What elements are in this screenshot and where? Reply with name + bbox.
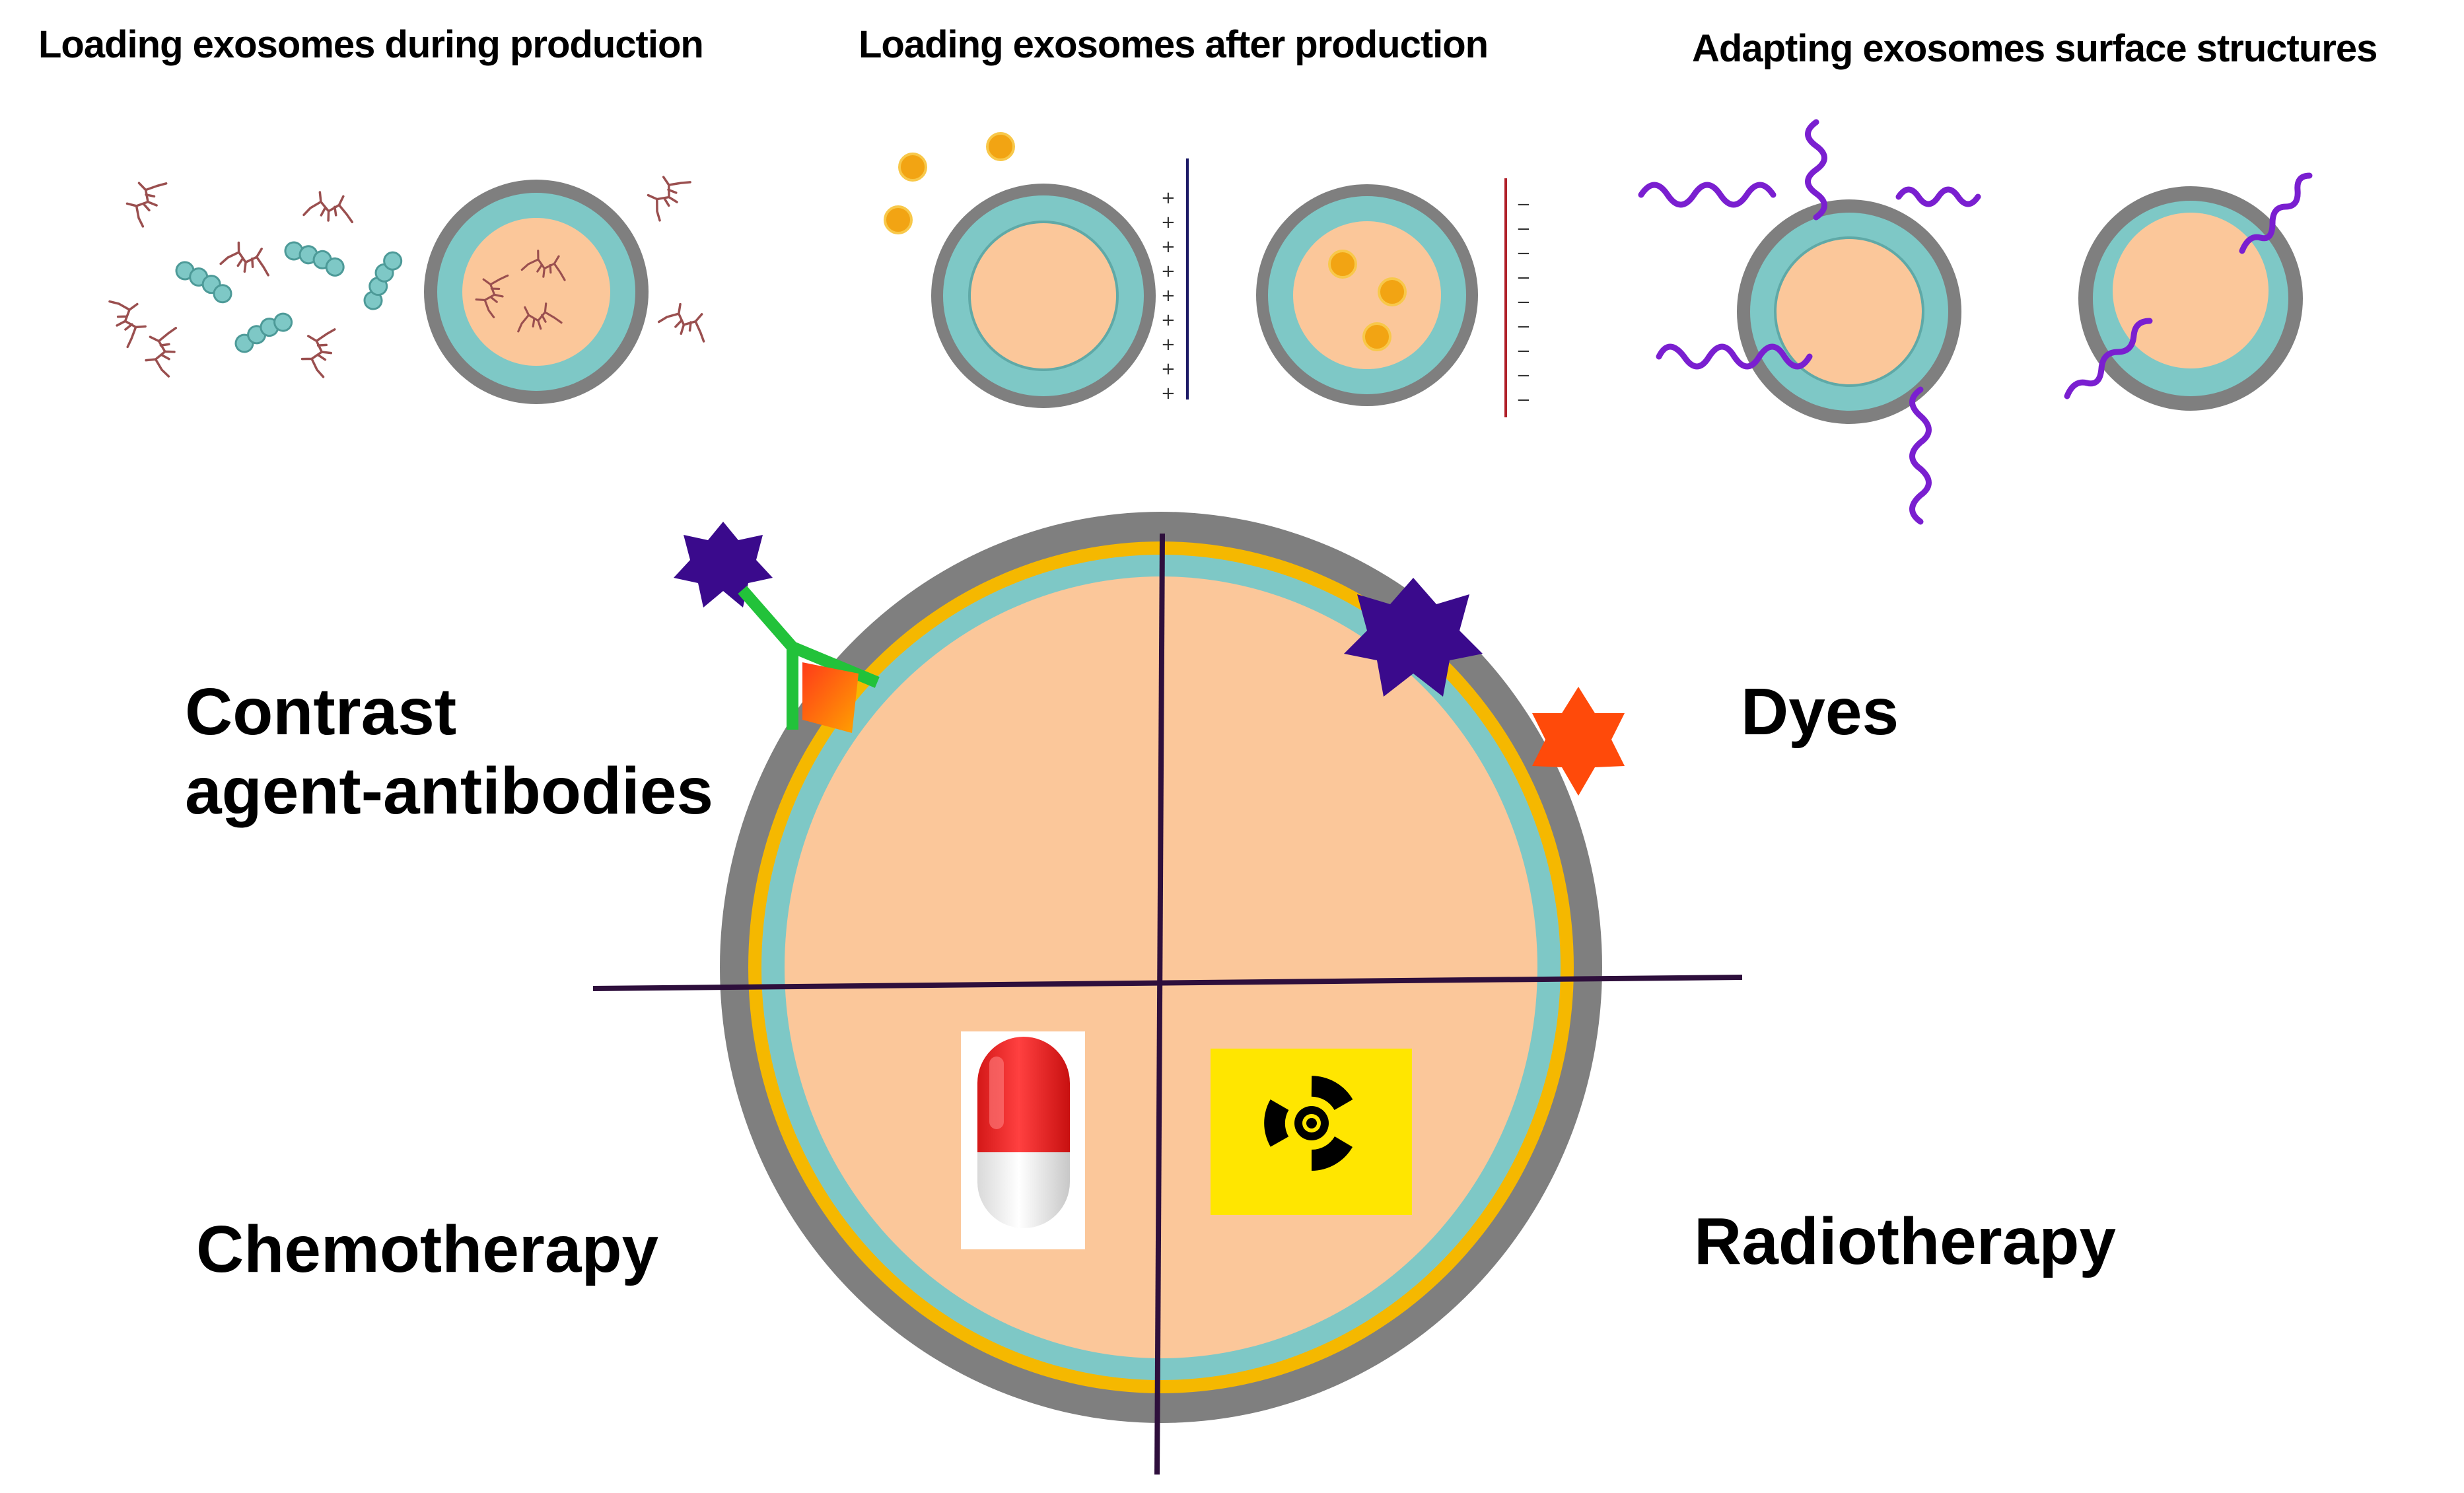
protein-chain-icon	[172, 232, 411, 356]
pill-icon	[961, 1031, 1085, 1249]
star-dye-icon	[674, 522, 1625, 796]
header-surface-structures: Adapting exosomes surface structures	[1692, 27, 2377, 70]
negative-charge-sign: −	[1516, 341, 1531, 361]
negative-charge-sign: −	[1516, 317, 1531, 337]
panel-during-production	[107, 165, 715, 404]
negative-charges: − − − − − − − − −	[1516, 195, 1531, 410]
label-contrast: Contrast agent-antibodies	[185, 672, 713, 831]
positive-charge-sign: +	[1161, 359, 1176, 379]
positive-charge-sign: +	[1161, 213, 1176, 232]
positive-charge-sign: +	[1161, 188, 1176, 208]
negative-charge-sign: −	[1516, 268, 1531, 288]
positive-charge-sign: +	[1161, 286, 1176, 306]
negative-charge-sign: −	[1516, 293, 1531, 312]
negative-charge-sign: −	[1516, 219, 1531, 239]
positive-charge-sign: +	[1161, 335, 1176, 355]
rna-strand-icon	[1638, 119, 2313, 525]
positive-charge-sign: +	[1161, 384, 1176, 403]
exosome-surface-a	[1737, 199, 1961, 424]
label-contrast-line1: Contrast	[185, 675, 457, 749]
label-chemotherapy: Chemotherapy	[196, 1212, 659, 1286]
panel-after-production: + + + + + + + + + − − − − − − − − −	[884, 132, 1531, 417]
negative-charge-sign: −	[1516, 366, 1531, 386]
label-dyes: Dyes	[1741, 675, 1899, 749]
nanoparticle-icon	[1328, 250, 1407, 351]
antibody-icon	[738, 586, 880, 733]
exosome-before-loading	[931, 184, 1156, 408]
positive-charges: + + + + + + + + +	[1161, 188, 1176, 403]
positive-charge-sign: +	[1161, 261, 1176, 281]
negative-charge-sign: −	[1516, 244, 1531, 263]
negative-charge-sign: −	[1516, 390, 1531, 410]
label-radiotherapy: Radiotherapy	[1694, 1204, 2117, 1278]
negative-charge-sign: −	[1516, 195, 1531, 215]
exosome-after-loading	[1256, 184, 1478, 406]
exosome-surface-b	[2078, 186, 2303, 411]
radiation-icon	[1211, 1049, 1412, 1215]
positive-charge-sign: +	[1161, 310, 1176, 330]
quadrant-axes	[592, 533, 1743, 1475]
exosome-during	[424, 180, 649, 404]
header-after-production: Loading exosomes after production	[859, 23, 1489, 66]
label-contrast-line2: agent-antibodies	[185, 754, 714, 828]
header-during-production: Loading exosomes during production	[38, 23, 704, 66]
panel-surface-structures	[1638, 119, 2313, 525]
positive-charge-sign: +	[1161, 237, 1176, 257]
nanoparticle-icon	[884, 132, 1015, 234]
